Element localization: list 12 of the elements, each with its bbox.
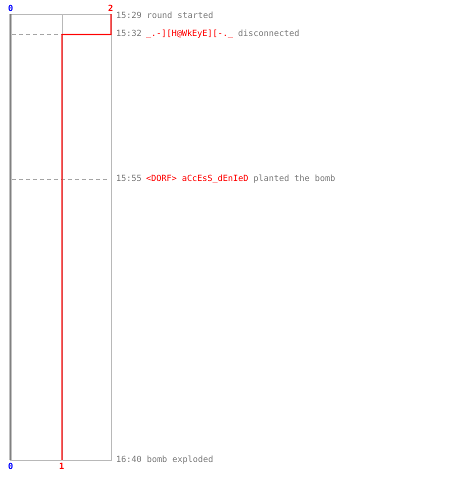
player-name: _.-][H@WkEyE][-._ bbox=[146, 29, 233, 39]
event-text: planted the bomb bbox=[253, 174, 336, 184]
event-time: 15:32 bbox=[116, 29, 142, 39]
axis-number: 1 bbox=[59, 462, 64, 472]
axis-number: 2 bbox=[108, 4, 114, 14]
player-name: <DORF> aCcEsS_dEnIeD bbox=[146, 174, 248, 184]
event-time: 15:55 bbox=[116, 174, 142, 184]
axis-number: 0 bbox=[8, 4, 14, 14]
axis-number: 0 bbox=[8, 462, 14, 472]
event-text: 15:29 round started bbox=[116, 11, 214, 21]
event-text: disconnected bbox=[238, 29, 300, 39]
event-text: 16:40 bomb exploded bbox=[116, 455, 214, 465]
